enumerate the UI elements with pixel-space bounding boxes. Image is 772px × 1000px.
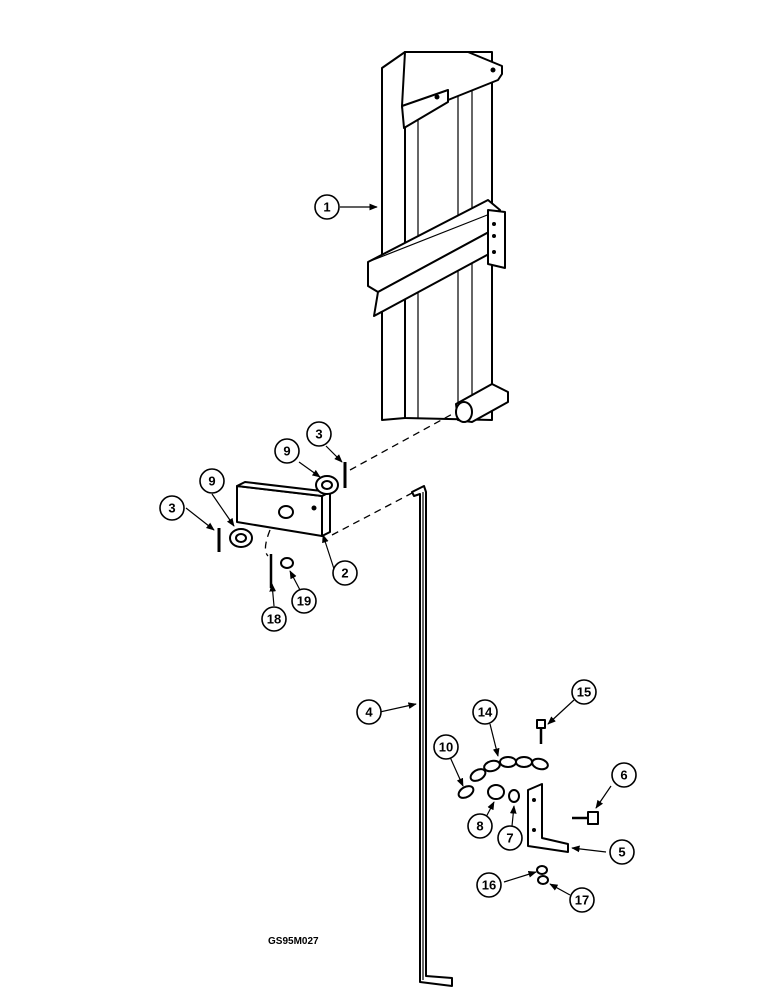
rod (411, 485, 453, 987)
svg-text:6: 6 (620, 768, 627, 783)
svg-text:4: 4 (365, 705, 373, 720)
svg-text:10: 10 (439, 740, 453, 755)
svg-text:18: 18 (267, 612, 281, 627)
svg-text:5: 5 (618, 845, 625, 860)
washer (315, 475, 339, 495)
svg-text:15: 15 (577, 685, 591, 700)
svg-text:2: 2 (341, 566, 348, 581)
drawing-code: GS95M027 (268, 936, 319, 947)
chain-link (457, 785, 475, 799)
callout-7: 7 (497, 825, 523, 851)
callout-17: 17 (569, 887, 595, 913)
callout-18: 18 (261, 606, 287, 632)
callout-14: 14 (472, 699, 498, 725)
callout-16: 16 (476, 872, 502, 898)
svg-text:1: 1 (323, 200, 330, 215)
svg-text:9: 9 (208, 474, 215, 489)
callout-6: 6 (611, 762, 637, 788)
chain (469, 756, 549, 782)
nut (537, 875, 549, 885)
svg-text:17: 17 (575, 893, 589, 908)
svg-text:16: 16 (482, 878, 496, 893)
angle-bracket (527, 783, 569, 853)
callout-2: 2 (332, 560, 358, 586)
svg-text:3: 3 (168, 501, 175, 516)
frame-post (367, 51, 509, 423)
lock-washer (508, 789, 520, 803)
bolt (536, 719, 546, 744)
callout-9: 9 (199, 468, 225, 494)
callout-3: 3 (306, 421, 332, 447)
lever-plate (236, 481, 331, 537)
callout-4: 4 (356, 699, 382, 725)
nut (487, 784, 505, 800)
callout-3: 3 (159, 495, 185, 521)
callout-5: 5 (609, 839, 635, 865)
bolt (572, 811, 599, 825)
svg-text:14: 14 (478, 705, 493, 720)
nut (280, 557, 294, 569)
callout-10: 10 (433, 734, 459, 760)
svg-text:7: 7 (506, 831, 513, 846)
callout-9: 9 (274, 438, 300, 464)
svg-text:8: 8 (476, 819, 483, 834)
callout-8: 8 (467, 813, 493, 839)
washer (536, 865, 548, 875)
svg-text:9: 9 (283, 444, 290, 459)
callout-15: 15 (571, 679, 597, 705)
callout-1: 1 (314, 194, 340, 220)
callout-19: 19 (291, 588, 317, 614)
svg-text:19: 19 (297, 594, 311, 609)
washer (229, 528, 253, 548)
svg-text:3: 3 (315, 427, 322, 442)
